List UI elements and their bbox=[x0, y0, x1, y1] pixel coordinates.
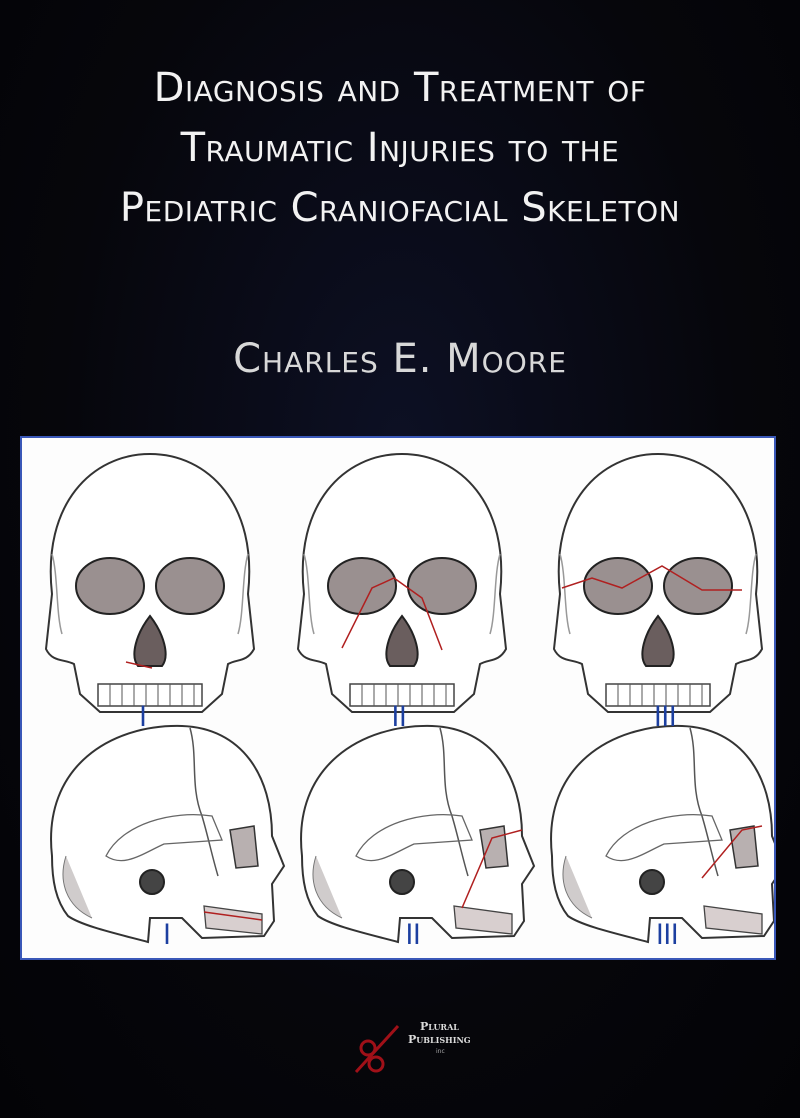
lateral-label-3: III bbox=[657, 918, 680, 951]
publisher-suffix: inc bbox=[436, 1048, 445, 1055]
publisher-logo: Plural Publishing inc bbox=[348, 1018, 478, 1078]
lateral-label-2: II bbox=[406, 918, 422, 951]
scissors-logo-icon bbox=[354, 1024, 400, 1074]
lateral-label-1: I bbox=[164, 918, 172, 951]
frontal-label-3: III bbox=[655, 700, 678, 733]
book-title: Diagnosis and Treatment of Traumatic Inj… bbox=[0, 58, 800, 238]
fracture-illustration-panel: I II III I II III bbox=[20, 436, 785, 960]
publisher-name: Plural Publishing bbox=[408, 1020, 471, 1046]
skull-illustrations bbox=[45, 453, 785, 943]
frontal-label-1: I bbox=[140, 700, 148, 733]
title-line-3: Pediatric Craniofacial Skeleton bbox=[119, 185, 681, 231]
title-line-1: Diagnosis and Treatment of bbox=[153, 65, 647, 111]
frontal-label-2: II bbox=[392, 700, 408, 733]
author-name: Charles E. Moore bbox=[233, 336, 567, 382]
title-line-2: Traumatic Injuries to the bbox=[180, 125, 620, 171]
